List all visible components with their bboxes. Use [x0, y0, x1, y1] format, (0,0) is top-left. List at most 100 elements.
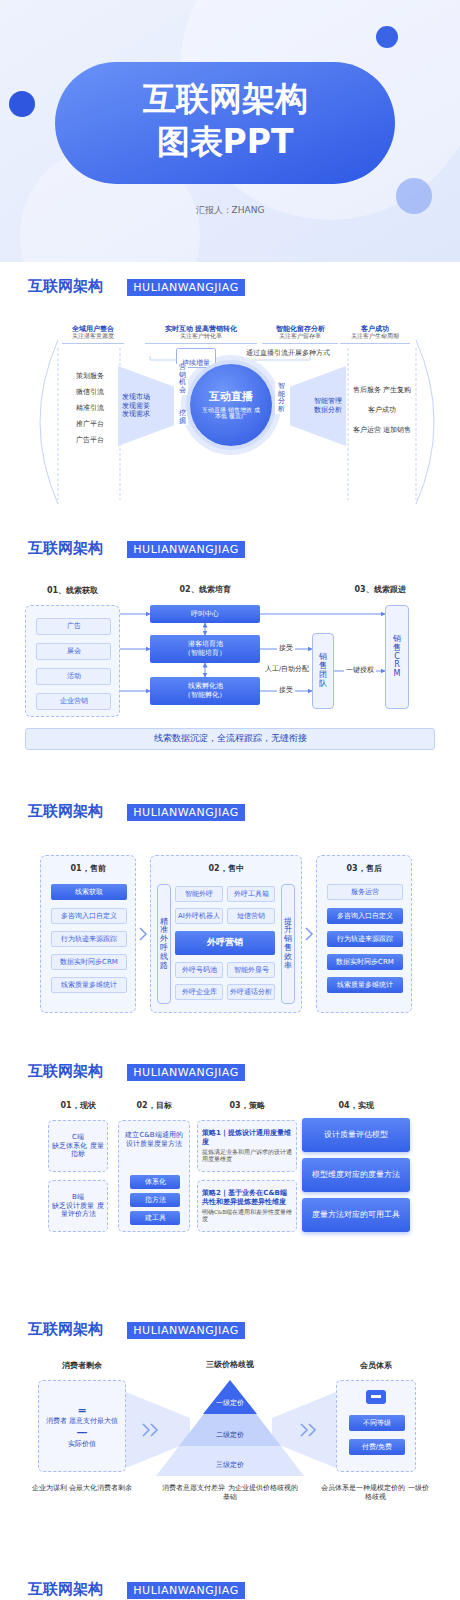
node-text: 数据分析	[314, 406, 342, 415]
node-text: AI外呼机器人	[178, 912, 220, 921]
connector	[120, 691, 150, 692]
section-tag: HULIANWANGJIAG	[127, 279, 245, 296]
node-text: 缺乏体系化 度量指标	[52, 1142, 104, 1160]
pyramid-tier: 三级定价	[156, 1446, 304, 1476]
node-text: 线索质量多维统计	[61, 981, 117, 990]
label: 客户成功	[350, 406, 414, 414]
node-text: 设计质量评估模型	[324, 1130, 388, 1140]
label: 会员体系是一种规模定价的 一级价格歧视	[318, 1484, 432, 1502]
column-heading: 全域用户整合关注潜客意愿度	[62, 322, 124, 344]
node-text: 发现市场	[122, 393, 150, 402]
node-text: 模型维度对应的度量方法	[312, 1170, 400, 1180]
node-text: 营销机会	[179, 364, 186, 395]
label: 03、线索跟进	[330, 585, 430, 595]
filled-box: 线索质量多维统计	[327, 977, 403, 993]
shape-outline	[179, 1414, 281, 1446]
section-tag: HULIANWANGJIAG	[127, 804, 245, 821]
vertical-tag: 精准外呼线路	[157, 884, 171, 1004]
filled-box: 设计质量评估模型	[302, 1118, 410, 1152]
node-text: 精准外呼线路	[160, 918, 168, 971]
node-text: 多咨询入口自定义	[337, 912, 393, 921]
filled-box: 数据实时同步CRM	[327, 954, 403, 970]
shape-fill	[118, 366, 174, 446]
dashed-box: 消费者剩余=消费者 愿意支付最大值—实际价值	[38, 1380, 126, 1472]
filled-box: 不同等级	[349, 1415, 405, 1431]
filled-box: 体系化	[130, 1175, 180, 1189]
item-box: 外呼工具箱	[227, 886, 275, 902]
item-box: 短信营销	[227, 908, 275, 924]
item-box: 展会	[36, 643, 111, 660]
node-text: （智能孵化）	[184, 691, 226, 700]
section-tag: HULIANWANGJIAG	[127, 541, 245, 558]
label: 消费者意愿支付差异 为企业提供价格歧视的基础	[160, 1484, 300, 1502]
node-text: 提炼满足业务和用户诉求的设计通用度量维度	[202, 1149, 292, 1163]
node-text: 外呼企业库	[182, 988, 217, 997]
node-text: 多咨询入口自定义	[61, 912, 117, 921]
label: 汇报人：ZHANG	[130, 205, 330, 216]
node-text: 外呼营销	[207, 937, 243, 948]
node-text: 智能管理	[314, 397, 342, 406]
node-text: 建立C&B端通用的 设计质量度量方法	[122, 1131, 186, 1149]
node-text: 三级定价	[216, 1461, 244, 1470]
node-text: 策略1 | 提炼设计通用度量维度	[202, 1129, 292, 1147]
node-text: 全域用户整合	[72, 325, 114, 334]
item-box: 智能外显号	[227, 962, 275, 978]
node-text: 缺乏设计质量 度量评价方法	[52, 1202, 104, 1220]
shape-fill	[203, 1380, 257, 1414]
node-text: 挖掘	[179, 410, 186, 425]
label: 02，目标	[118, 1101, 190, 1111]
shape-outline	[203, 1380, 257, 1414]
node-text: =	[77, 1404, 86, 1418]
node-text: 消费者剩余	[19, 1361, 145, 1371]
node-text: 行为轨迹来源跟踪	[337, 935, 393, 944]
stage-panel: 01，售前线索获取多咨询入口自定义行为轨迹来源跟踪数据实时同步CRM线索质量多维…	[40, 855, 136, 1013]
edge-label: 接受	[277, 645, 295, 653]
node-text: 展会	[67, 647, 81, 656]
shape-fill	[156, 1446, 304, 1476]
node-text: 01，售前	[41, 864, 135, 874]
filled-box: 付费/免费	[349, 1439, 405, 1455]
node-text: 外呼号码池	[182, 966, 217, 975]
node-text: 外呼工具箱	[234, 890, 269, 899]
node-text: 消费者 愿意支付最大值	[46, 1417, 118, 1426]
title: 互联网架构 图表PPT	[125, 78, 325, 164]
node-text: 二级定价	[216, 1431, 244, 1440]
dashed-box: 建立C&B端通用的 设计质量度量方法体系化指方法建工具	[118, 1120, 190, 1232]
label: 人工/自动分配	[262, 665, 312, 673]
label: 推广平台	[64, 420, 116, 428]
ball	[376, 26, 398, 48]
node-text: HULIANWANGJIAG	[133, 281, 238, 295]
node-text: 建工具	[145, 1214, 166, 1223]
pyramid-tier: 二级定价	[179, 1414, 281, 1446]
item-box: 外呼通话分析	[227, 984, 275, 1000]
ball	[396, 178, 432, 214]
filled-box: 度量方法对应的可用工具	[302, 1198, 410, 1232]
vertical-tag: 智能分析	[275, 383, 287, 414]
node-text: 02，售中	[151, 864, 301, 874]
item-box: 广告	[36, 618, 111, 635]
node-text: （智能培育）	[184, 649, 226, 658]
label: 精准引流	[64, 404, 116, 412]
node-text: 销售CRM	[393, 635, 401, 679]
node-text: 线索质量多维统计	[337, 981, 393, 990]
ball	[9, 91, 35, 117]
node-text: 关注潜客意愿度	[72, 333, 114, 340]
slide-heading: 互联网架构	[28, 1580, 123, 1599]
item-box: 外呼企业库	[175, 984, 223, 1000]
node-text: HULIANWANGJIAG	[133, 1324, 238, 1338]
filled-box: 线索孵化池（智能孵化）	[150, 677, 260, 705]
filled-box: 线索获取	[51, 884, 127, 900]
node-text: 发现需求	[122, 410, 150, 419]
node-text: 互动直播	[209, 390, 253, 404]
node-text: 数据实时同步CRM	[60, 958, 118, 967]
filled-box: 呼叫中心	[150, 605, 260, 623]
pyramid-tier: 一级定价	[203, 1380, 257, 1414]
section-tag: HULIANWANGJIAG	[127, 1582, 245, 1599]
vertical-tag: 挖掘	[176, 410, 188, 425]
node-text: HULIANWANGJIAG	[133, 543, 238, 557]
node-text: 线索孵化池	[188, 682, 223, 691]
filled-box: 模型维度对应的度量方法	[302, 1158, 410, 1192]
vertical-tag: 营销机会	[176, 364, 188, 395]
hub-circle: 互动直播互动直播 销售增效 成本低 覆盖广	[190, 364, 272, 446]
item-box: AI外呼机器人	[175, 908, 223, 924]
